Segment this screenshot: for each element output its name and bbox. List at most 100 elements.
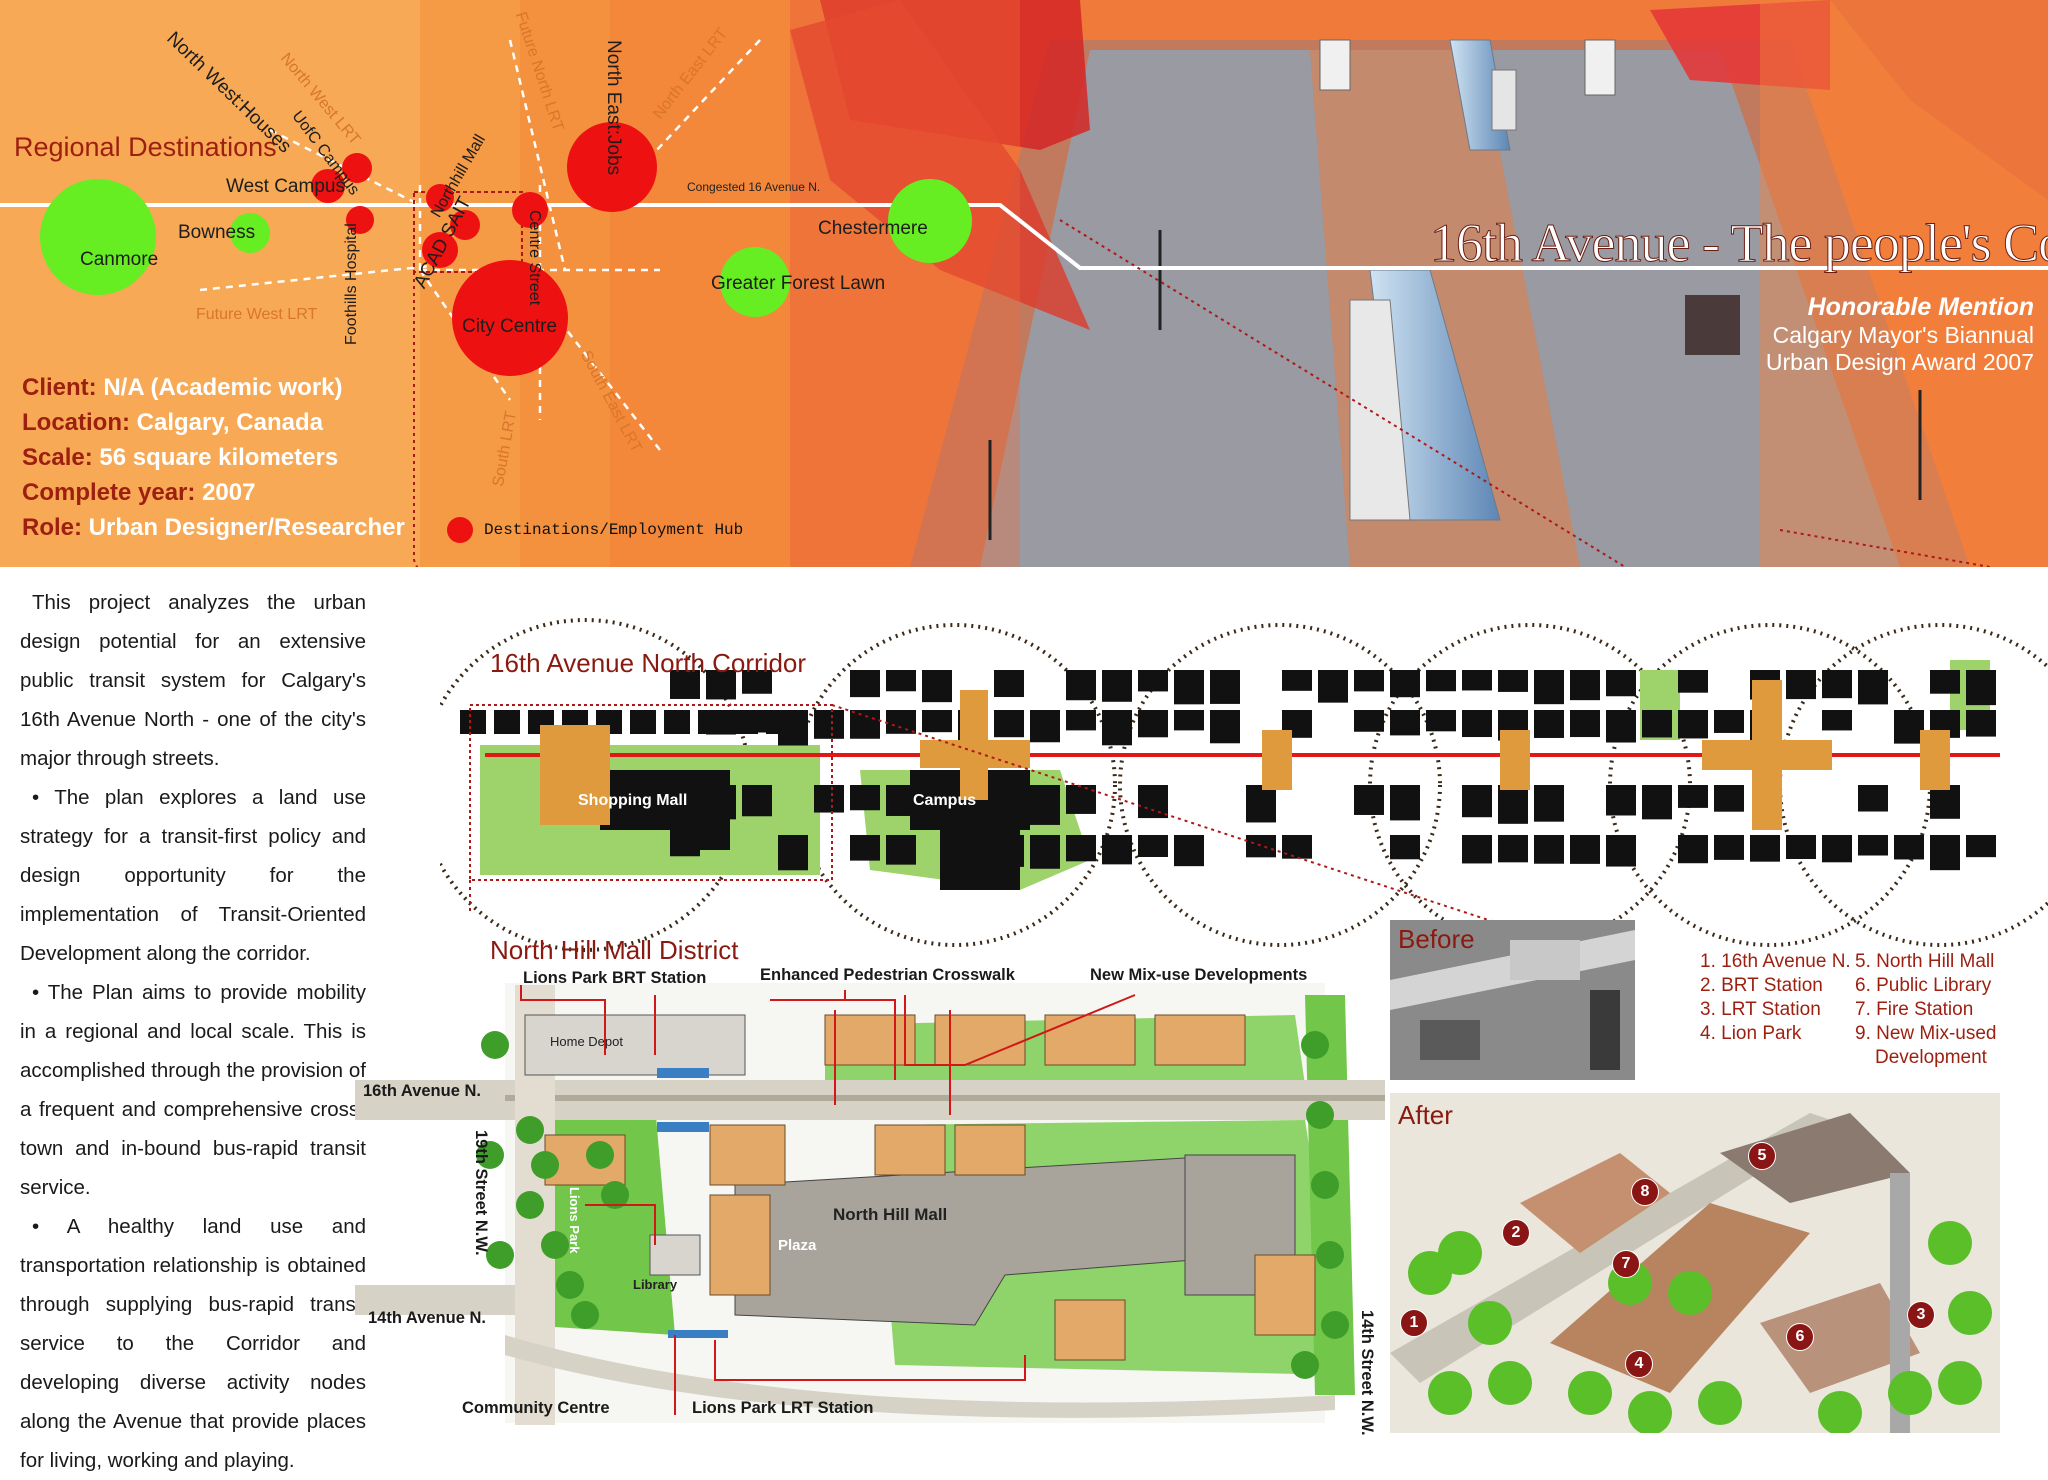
badge-4: 4 xyxy=(1625,1350,1653,1378)
label-campus: Campus xyxy=(913,792,977,809)
legend-hub-icon xyxy=(447,517,473,543)
city-block xyxy=(1498,670,1528,692)
legend-item: 7. Fire Station xyxy=(1855,999,1974,1020)
city-block xyxy=(1462,835,1492,864)
badge-6: 6 xyxy=(1786,1323,1814,1351)
city-block xyxy=(1966,670,1996,706)
city-block xyxy=(1066,835,1096,862)
city-block xyxy=(1642,785,1672,820)
label-north-hill-mall: North Hill Mall xyxy=(833,1205,948,1224)
city-block xyxy=(1138,670,1168,692)
tree xyxy=(1568,1371,1612,1415)
city-block xyxy=(1570,670,1600,701)
mixuse-building xyxy=(709,1124,786,1186)
city-block xyxy=(1390,835,1420,860)
city-block xyxy=(706,670,736,700)
label-canmore: Canmore xyxy=(80,249,159,270)
city-block xyxy=(1606,835,1636,867)
label-bowness: Bowness xyxy=(178,222,256,243)
city-block xyxy=(778,835,808,871)
city-block xyxy=(1570,835,1600,864)
callout-line xyxy=(520,985,606,1055)
render-building xyxy=(1720,1113,1910,1203)
mixuse-building xyxy=(874,1124,946,1176)
legend-hub-label: Destinations/Employment Hub xyxy=(484,521,744,539)
city-block xyxy=(1786,835,1816,860)
tree xyxy=(531,1151,559,1179)
destination-chestermere xyxy=(888,179,972,263)
label-congested: Congested 16 Avenue N. xyxy=(687,180,821,194)
node xyxy=(540,725,610,825)
render-rail xyxy=(1890,1173,1910,1433)
city-block xyxy=(664,710,690,734)
city-block xyxy=(732,710,758,734)
walkshed-circle xyxy=(793,623,1117,947)
label-city-centre: City Centre xyxy=(462,316,558,337)
mixuse-building xyxy=(709,1194,771,1296)
node xyxy=(1702,740,1832,770)
city-block xyxy=(1498,785,1528,824)
legend-item: 3. LRT Station xyxy=(1700,999,1821,1020)
city-block xyxy=(1930,785,1960,819)
hub-city-centre xyxy=(452,260,568,376)
brt-station xyxy=(657,1068,709,1078)
label-19th-st: 19th Street N.W. xyxy=(472,1130,490,1256)
city-block xyxy=(1858,835,1888,856)
city-block xyxy=(1606,670,1636,697)
tree xyxy=(541,1231,569,1259)
callout-line xyxy=(585,1204,656,1245)
desc-para-4: • A healthy land use and transportation … xyxy=(20,1215,366,1472)
city-block xyxy=(1606,785,1636,816)
city-block xyxy=(1570,710,1600,738)
city-block xyxy=(1606,710,1636,743)
badge-8: 8 xyxy=(1631,1178,1659,1206)
city-block xyxy=(1822,670,1852,699)
mixuse-building xyxy=(1044,1014,1136,1066)
city-block xyxy=(1354,785,1384,815)
callout-mixuse: New Mix-use Developments xyxy=(1090,966,1308,984)
legend-item: Development xyxy=(1875,1047,1987,1068)
city-block xyxy=(1462,670,1492,691)
city-block xyxy=(1210,710,1240,744)
callout-line xyxy=(714,1340,1026,1381)
label-forest-lawn: Greater Forest Lawn xyxy=(711,273,886,294)
city-block xyxy=(1678,710,1708,739)
city-block xyxy=(1030,710,1060,743)
city-block xyxy=(1858,785,1888,812)
render-building xyxy=(1520,1153,1670,1253)
city-block xyxy=(850,710,880,739)
tree xyxy=(516,1191,544,1219)
city-block xyxy=(494,710,520,734)
callout-line xyxy=(770,999,896,1080)
trees xyxy=(476,1031,1349,1379)
city-block xyxy=(1714,835,1744,860)
bus xyxy=(1349,299,1411,521)
legend-col-2: 5. North Hill Mall 6. Public Library 7. … xyxy=(1855,950,1997,1070)
mixuse-building xyxy=(954,1124,1026,1176)
city-block xyxy=(1678,835,1708,864)
city-block xyxy=(670,670,700,699)
node xyxy=(1500,730,1530,790)
badge-1: 1 xyxy=(1400,1309,1428,1337)
info-client: Client: N/A (Academic work) xyxy=(22,374,343,401)
desc-para-3: • The Plan aims to provide mobility in a… xyxy=(20,981,366,1199)
city-block xyxy=(1246,785,1276,823)
city-block xyxy=(1246,835,1276,858)
walkshed-circle xyxy=(1118,623,1442,947)
city-block xyxy=(1390,670,1420,698)
city-block xyxy=(814,710,844,739)
focus-box xyxy=(413,191,523,273)
label-library: Library xyxy=(633,1277,678,1292)
lane xyxy=(980,50,1350,567)
label-14th-st: 14th Street N.W. xyxy=(1358,1310,1376,1436)
city-block xyxy=(886,670,916,692)
tree xyxy=(586,1141,614,1169)
city-block xyxy=(1138,710,1168,738)
district-plan xyxy=(355,983,1385,1425)
city-block xyxy=(670,770,730,850)
destination-canmore xyxy=(40,179,156,295)
node xyxy=(1920,730,1950,790)
corridor-map xyxy=(440,618,2048,952)
after-rendering xyxy=(1390,1093,2000,1433)
city-block xyxy=(1318,670,1348,703)
